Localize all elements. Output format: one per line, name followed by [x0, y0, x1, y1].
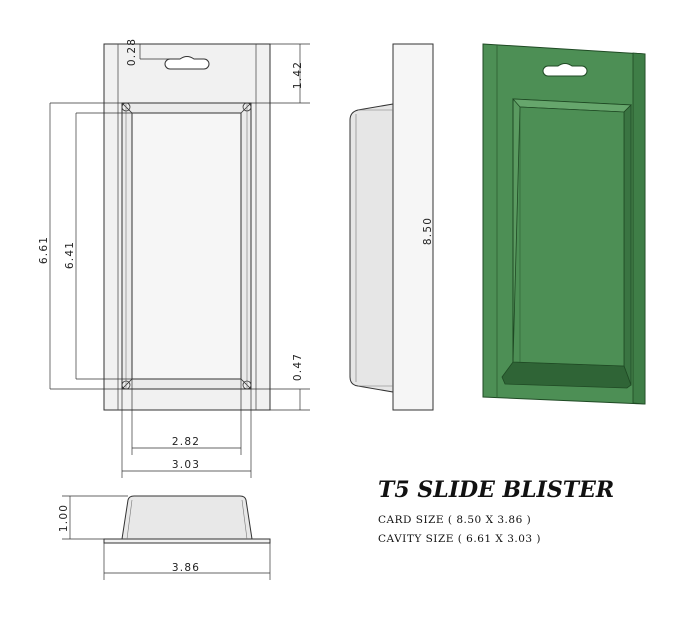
dim-blister-depth: 1.00 [58, 504, 70, 532]
front-view-dimensions [49, 43, 310, 478]
dim-card-height: 8.50 [422, 217, 434, 245]
corner-marker [242, 380, 252, 390]
side-view [349, 43, 434, 411]
corner-marker [242, 102, 252, 112]
card-size-spec: CARD SIZE ( 8.50 X 3.86 ) [378, 514, 531, 526]
dim-inner-cavity-width: 2.82 [172, 436, 200, 448]
dim-header-height: 1.42 [292, 61, 304, 89]
render-blister-face [512, 106, 625, 367]
profile-view [103, 495, 271, 544]
cavity-inner [131, 112, 242, 380]
profile-dimensions [62, 495, 271, 580]
drawing-title: T5 SLIDE BLISTER [378, 477, 614, 503]
dim-bottom-margin: 0.47 [292, 353, 304, 381]
corner-marker [121, 102, 131, 112]
dim-outer-cavity-height: 6.61 [38, 236, 50, 264]
front-view [103, 43, 271, 411]
corner-marker [121, 380, 131, 390]
render-card-edge [632, 52, 646, 405]
dim-outer-cavity-width: 3.03 [172, 459, 200, 471]
dim-hang-hole-offset: 0.28 [126, 38, 138, 66]
profile-blister [121, 495, 253, 540]
side-card [392, 43, 434, 411]
render-hang-slot [542, 63, 588, 77]
hang-slot [164, 56, 210, 70]
dim-card-width: 3.86 [172, 562, 200, 574]
profile-card [103, 538, 271, 544]
cavity-size-spec: CAVITY SIZE ( 6.61 X 3.03 ) [378, 533, 541, 545]
render-blister-side [623, 104, 632, 386]
render-view [482, 43, 646, 405]
side-blister-profile [349, 103, 394, 393]
dim-inner-cavity-height: 6.41 [64, 241, 76, 269]
